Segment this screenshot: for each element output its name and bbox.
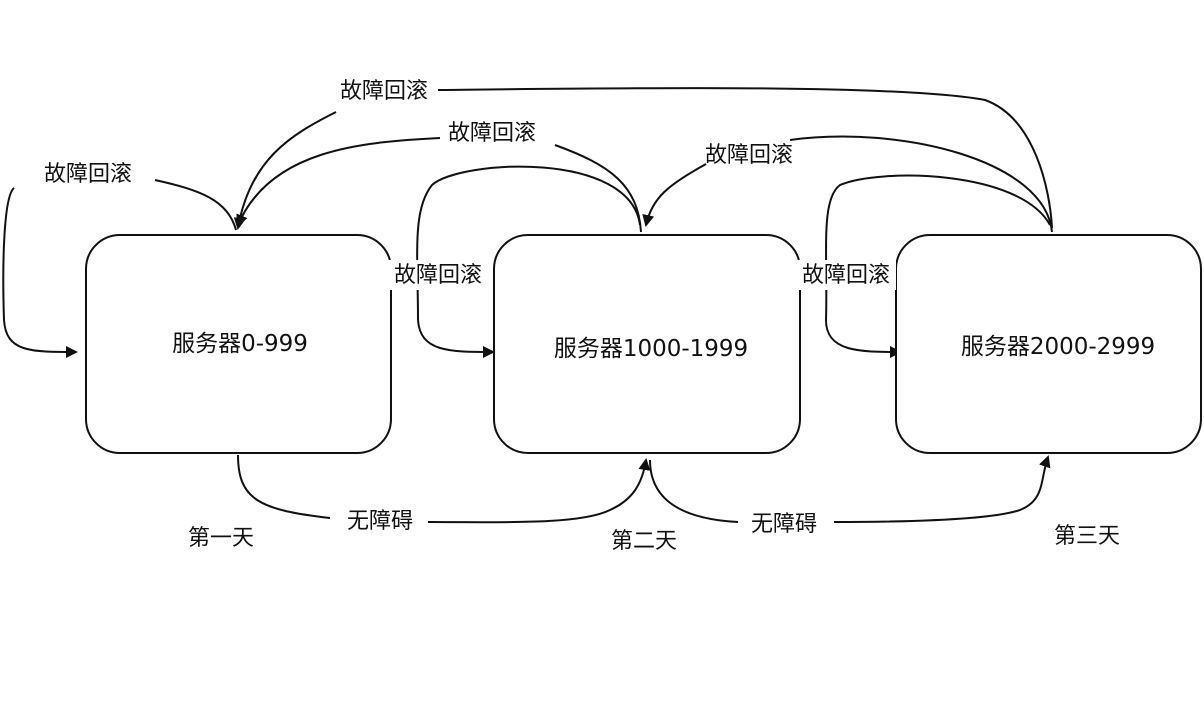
rollback-label-3-to-2: 故障回滚 [705, 143, 793, 168]
day-label-3: 第三天 [1054, 524, 1120, 549]
server-node-2: 服务器1000-1999 [493, 234, 801, 454]
self-loop-arrow-2 [416, 165, 641, 358]
server-node-1: 服务器0-999 [85, 234, 392, 454]
rollback-label-2-to-1: 故障回滚 [448, 121, 536, 146]
self-loop-label-1: 故障回滚 [44, 162, 132, 187]
rollback-arrow-2-to-1 [238, 137, 642, 232]
rollback-label-3-to-1: 故障回滚 [340, 79, 428, 104]
self-loop-arrow-1 [2, 179, 237, 352]
server-node-3: 服务器2000-2999 [895, 234, 1202, 454]
self-loop-arrow-3 [824, 174, 1051, 358]
server-node-2-label: 服务器1000-1999 [554, 336, 748, 362]
self-loop-label-2: 故障回滚 [394, 263, 482, 288]
proceed-label-2-to-3: 无障碍 [751, 512, 817, 537]
self-loop-label-3: 故障回滚 [802, 263, 890, 288]
proceed-arrow-2-to-3 [649, 457, 1048, 523]
rollback-arrow-3-to-1 [238, 87, 1053, 228]
proceed-label-1-to-2: 无障碍 [347, 509, 413, 534]
day-label-1: 第一天 [188, 526, 254, 551]
proceed-arrow-1-to-2 [237, 455, 646, 524]
server-node-1-label: 服务器0-999 [172, 331, 308, 357]
server-node-3-label: 服务器2000-2999 [961, 334, 1155, 360]
day-label-2: 第二天 [611, 529, 677, 554]
rollback-arrow-3-to-2 [646, 135, 1053, 232]
